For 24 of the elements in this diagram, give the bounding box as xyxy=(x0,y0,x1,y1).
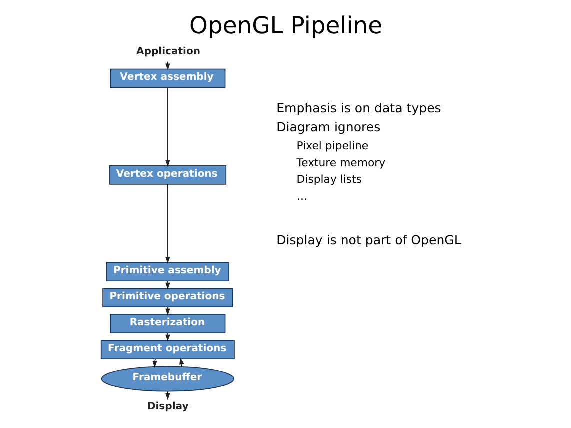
arrow xyxy=(165,87,170,168)
arrow xyxy=(165,332,170,342)
arrow xyxy=(165,391,170,400)
label: Diagram ignores xyxy=(276,120,380,135)
diagram-title: OpenGL Pipeline xyxy=(189,12,382,40)
node-text: Application xyxy=(136,46,200,58)
label: Display lists xyxy=(296,173,362,186)
arrow xyxy=(165,280,170,290)
node-ellipse: Framebuffer xyxy=(100,366,234,392)
label: Pixel pipeline xyxy=(296,140,368,153)
arrow xyxy=(165,61,170,70)
node-box: Fragment operations xyxy=(100,340,234,360)
arrow xyxy=(165,184,170,264)
node-box: Vertex operations xyxy=(108,166,226,185)
label: … xyxy=(296,190,308,203)
label: Texture memory xyxy=(296,156,386,170)
node-box: Rasterization xyxy=(110,314,226,334)
arrow xyxy=(165,306,170,316)
node-box: Vertex assembly xyxy=(110,68,226,88)
node-text: Display xyxy=(146,401,188,412)
node-box: Primitive assembly xyxy=(106,262,229,282)
label: Display is not part of OpenGL xyxy=(276,232,461,248)
label: Emphasis is on data types xyxy=(276,100,441,116)
node-box: Primitive operations xyxy=(102,288,233,308)
